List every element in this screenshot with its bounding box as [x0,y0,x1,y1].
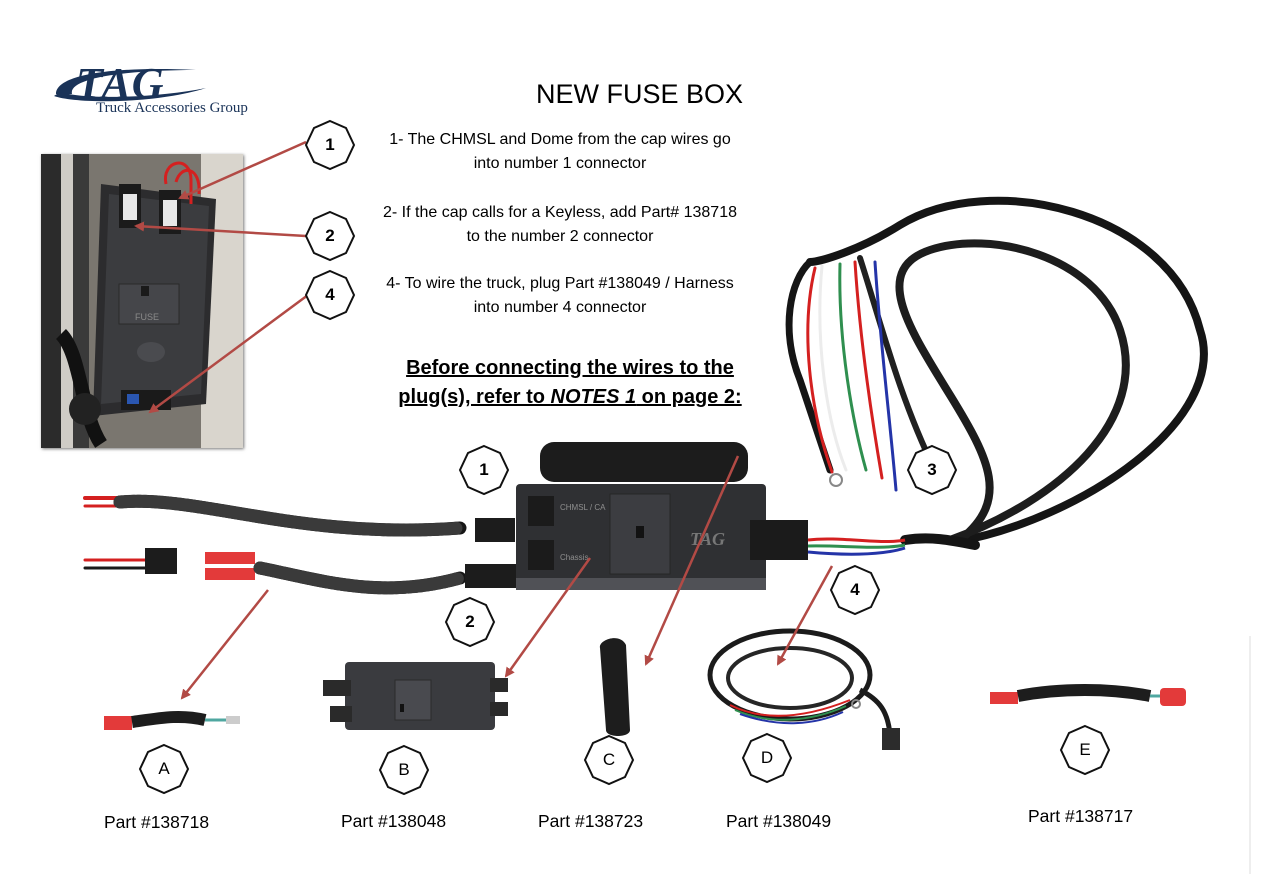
part-b-fuse-box [323,662,508,730]
part-e-number: Part #138717 [1028,806,1134,826]
cap-wire-1 [83,494,515,542]
step-2-text: 2- If the cap calls for a Keyless, add P… [345,201,775,249]
fusebox-mid-label: Chassis [560,553,588,562]
warning-note: Before connecting the wires to the plug(… [355,354,785,412]
step-2-line-1: 2- If the cap calls for a Keyless, add P… [383,204,737,221]
logo-swoosh-icon [54,69,206,102]
step-4-line-1: 4- To wire the truck, plug Part #138049 … [386,275,734,292]
step-2-line-2: to the number 2 connector [466,228,654,245]
part-b-letter: B [398,760,410,779]
part-e-letter: E [1079,740,1091,759]
part-c-cover [599,638,630,736]
page-title: NEW FUSE BOX [536,79,744,109]
hex-conn-1 [458,444,510,496]
fusebox-top-label: CHMSL / CA [560,503,606,512]
step-4-line-2: into number 4 connector [473,299,647,316]
part-d-letter: D [760,748,774,767]
warning-line-2: plug(s), refer to NOTES 1 on page 2: [398,386,742,408]
hex-photo-2 [304,210,356,262]
installed-fuse-box-photo: FUSE [41,154,243,448]
callout-photo-1: 1 [325,135,335,154]
step-1-line-1: 1- The CHMSL and Dome from the cap wires… [389,131,731,148]
part-e-jumper [990,684,1186,706]
callout-connector-2: 2 [465,612,475,631]
part-d-number: Part #138049 [726,811,832,831]
photo-drawing: FUSE [41,154,243,448]
part-a-jumper [104,710,240,730]
callout-connector-3: 3 [927,460,937,479]
hex-part-b [378,744,430,796]
fusebox-brand: TAG [690,529,725,549]
hexagon-shapes [138,119,1111,796]
hex-conn-4 [829,564,881,616]
warning-line-1: Before connecting the wires to the [406,357,734,379]
fuse-box-cover [540,442,748,482]
callout-connector-1: 1 [479,460,489,479]
logo-subtitle: Truck Accessories Group [96,100,248,116]
part-c-number: Part #138723 [538,811,644,831]
callout-photo-4: 4 [325,285,335,304]
hex-conn-3 [906,444,958,496]
hex-photo-1 [304,119,356,171]
hex-part-d [741,732,793,784]
hex-photo-4 [304,269,356,321]
callout-photo-2: 2 [325,226,335,245]
photo-fuse-label: FUSE [135,312,159,322]
harness-3-coil [785,196,1208,550]
callout-arrows [134,140,834,700]
part-b-number: Part #138048 [341,811,447,831]
part-a-letter: A [158,759,170,778]
part-d-harness [707,628,900,750]
hex-conn-2 [444,596,496,648]
tag-logo: TAG Truck Accessories Group [46,59,306,120]
fuse-box-main: CHMSL / CA Chassis TAG [516,484,906,590]
step-1-line-2: into number 1 connector [473,155,647,172]
logo-word: TAG [76,59,165,108]
hex-part-e [1059,724,1111,776]
hex-part-c [583,734,635,786]
callout-connector-4: 4 [850,580,860,599]
step-1-text: 1- The CHMSL and Dome from the cap wires… [345,128,775,176]
keyless-wire-2 [83,548,520,595]
hex-part-a [138,743,190,795]
part-a-number: Part #138718 [104,812,210,832]
step-4-text: 4- To wire the truck, plug Part #138049 … [345,272,775,320]
part-c-letter: C [602,750,616,769]
